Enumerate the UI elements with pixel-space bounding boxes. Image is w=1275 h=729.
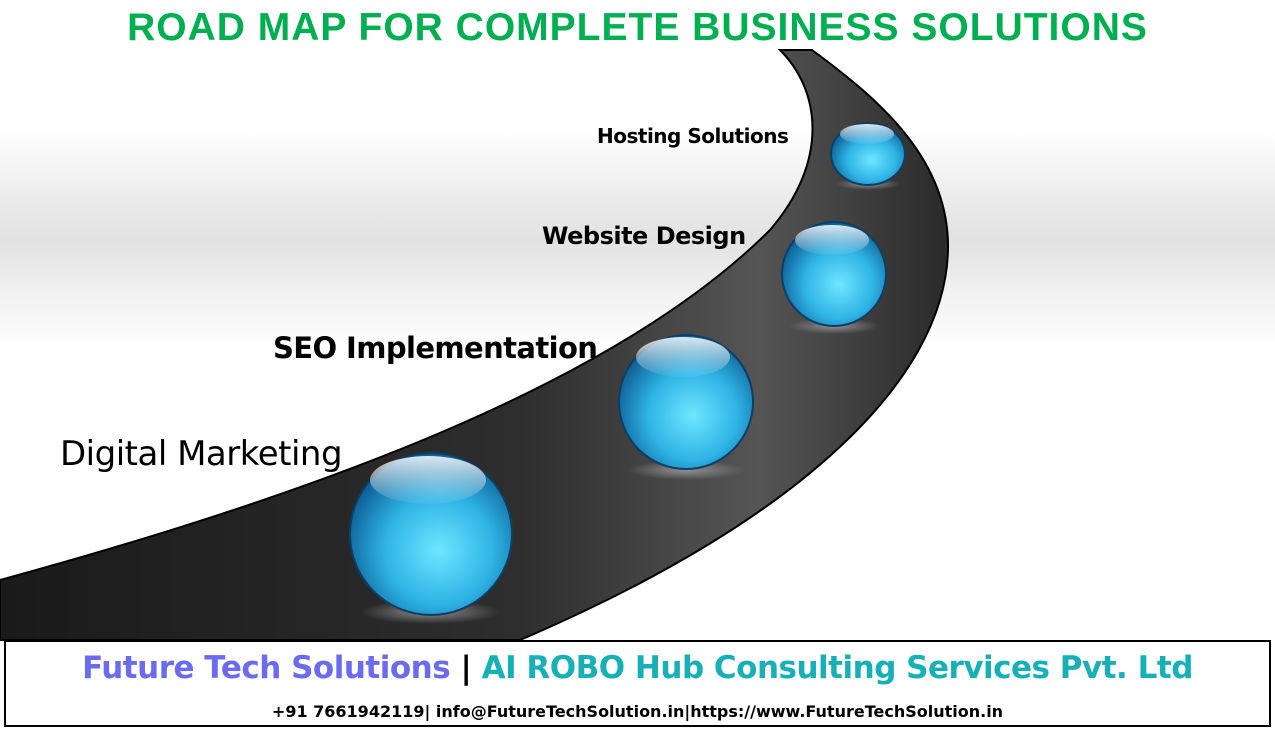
brand-separator: |	[460, 650, 472, 686]
road-path	[0, 49, 950, 641]
footer-contact: +91 7661942119| info@FutureTechSolution.…	[271, 702, 1004, 721]
brand-secondary: AI ROBO Hub Consulting Services Pvt. Ltd	[481, 650, 1194, 686]
background-band	[0, 130, 1275, 350]
sphere-icon	[349, 452, 513, 616]
sphere-icon	[830, 122, 906, 186]
step-label-website-design: Website Design	[542, 222, 746, 250]
page-title: ROAD MAP FOR COMPLETE BUSINESS SOLUTIONS	[127, 6, 1148, 49]
step-label-seo: SEO Implementation	[273, 331, 598, 365]
brand-primary: Future Tech Solutions	[82, 650, 451, 686]
footer-brand-line: Future Tech Solutions | AI ROBO Hub Cons…	[6, 650, 1269, 686]
sphere-icon	[781, 221, 887, 327]
step-label-digital-marketing: Digital Marketing	[60, 434, 343, 474]
footer-box: Future Tech Solutions | AI ROBO Hub Cons…	[4, 640, 1271, 727]
sphere-icon	[618, 334, 754, 470]
step-label-hosting: Hosting Solutions	[597, 124, 789, 148]
